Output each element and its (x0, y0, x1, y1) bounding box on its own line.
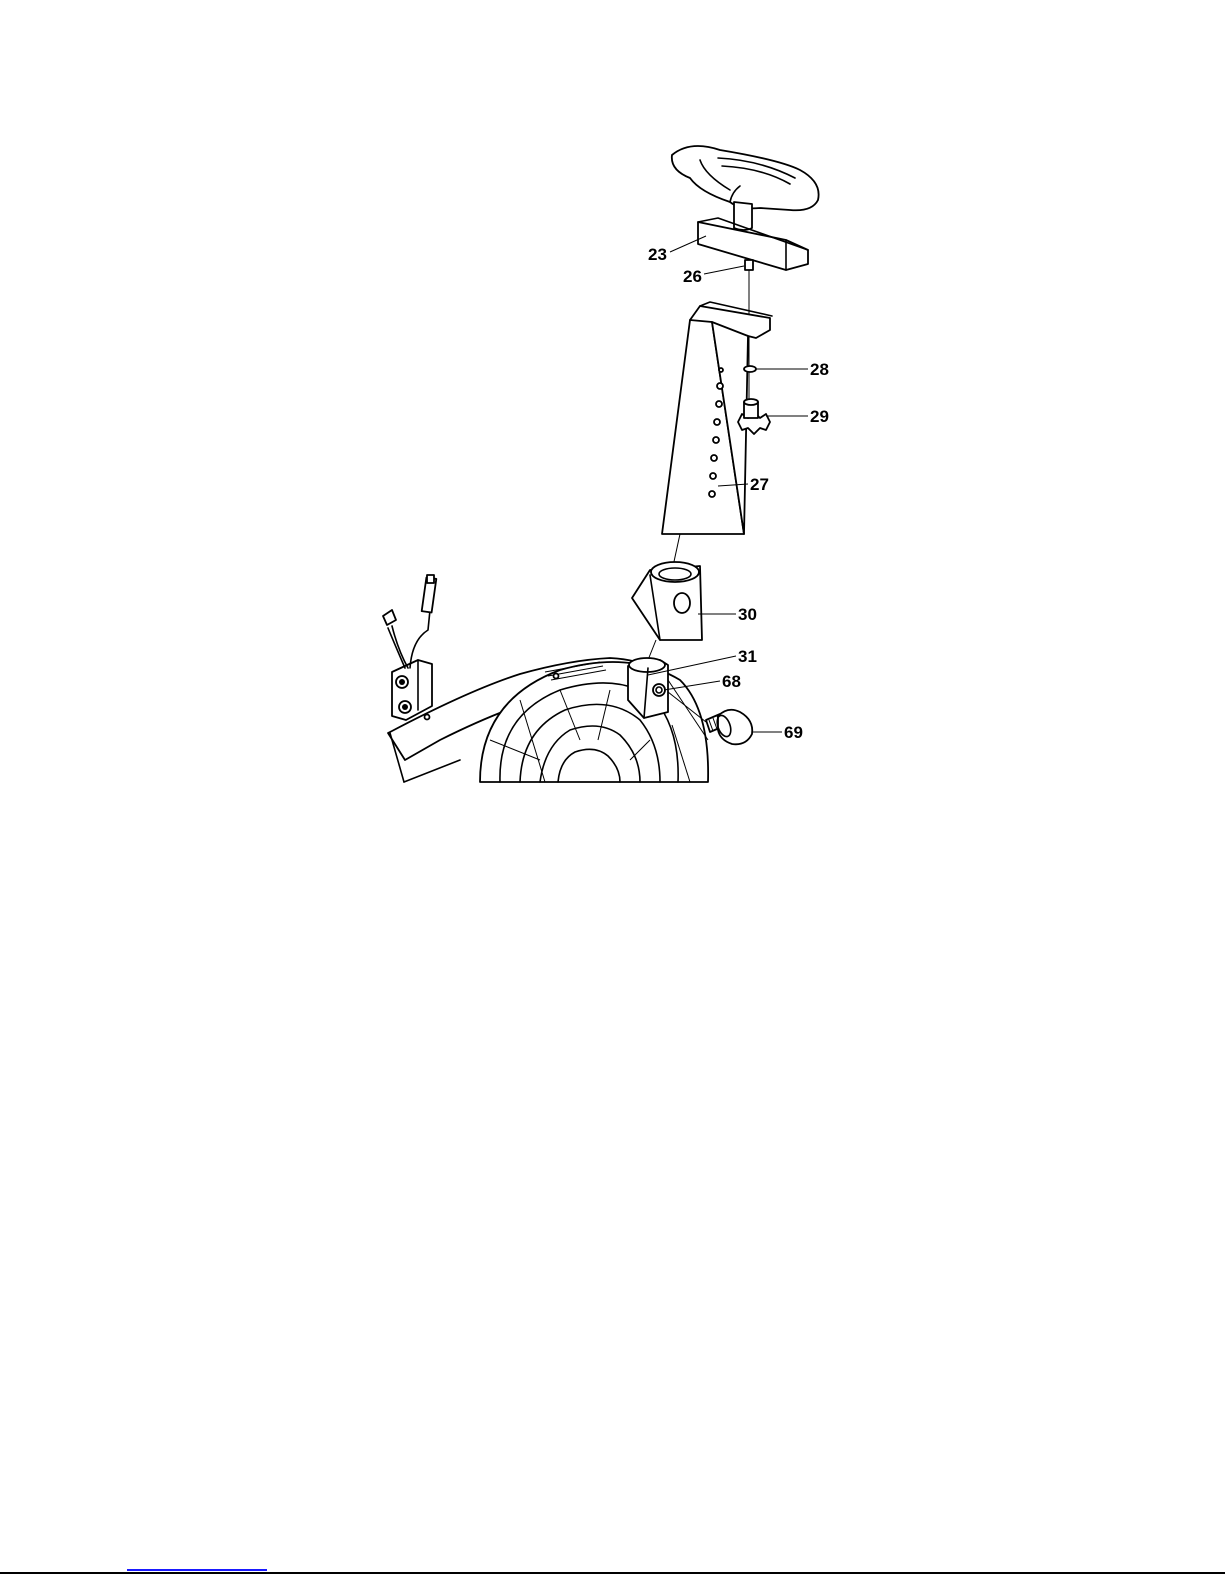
callout-30: 30 (738, 605, 757, 624)
callout-28: 28 (810, 360, 829, 379)
callout-31: 31 (738, 647, 757, 666)
footer-rule (0, 1572, 1225, 1574)
callout-69: 69 (784, 723, 803, 742)
saddle (672, 146, 819, 230)
callout-26: 26 (683, 267, 702, 286)
callout-27: 27 (750, 475, 769, 494)
sensor-bracket (383, 575, 436, 720)
callout-29: 29 (810, 407, 829, 426)
callout-23: 23 (648, 245, 667, 264)
callout-68: 68 (722, 672, 741, 691)
part-30-sleeve (632, 562, 702, 640)
part-28-washer (744, 366, 756, 372)
footer-link-underline[interactable] (127, 1569, 267, 1571)
part-27-seat-post (662, 302, 772, 580)
